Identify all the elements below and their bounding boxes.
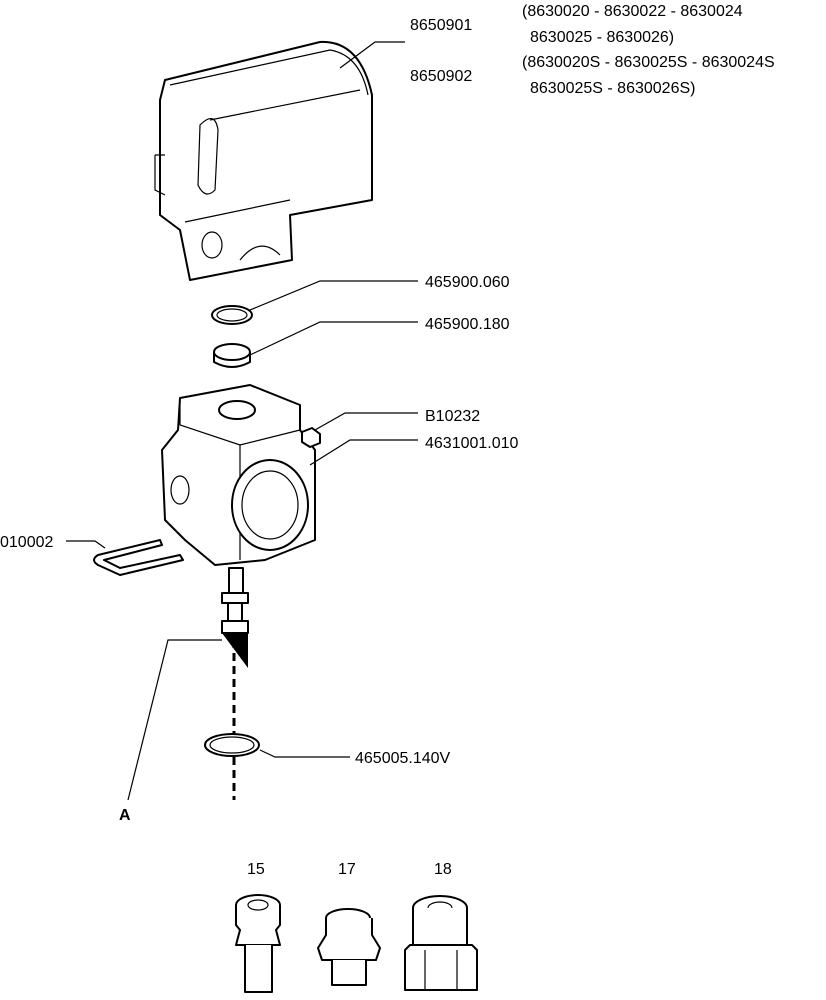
fitting-18 xyxy=(404,895,478,991)
label-seal: 465900.180 xyxy=(425,316,510,333)
label-pin: 010002 xyxy=(0,534,53,551)
valve-body xyxy=(161,384,316,566)
label-cover-8650901-models-1: (8630020 - 8630022 - 8630024 xyxy=(522,3,743,20)
pin xyxy=(93,539,184,576)
label-cover-8650901-models-2: 8630025 - 8630026) xyxy=(530,29,674,46)
fitting-15 xyxy=(235,894,281,993)
label-body: 4631001.010 xyxy=(425,435,519,452)
label-cover-8650902-models-2: 8630025S - 8630026S) xyxy=(530,80,695,97)
label-fitting-17: 17 xyxy=(338,861,356,878)
label-fitting-15: 15 xyxy=(247,861,265,878)
label-detail-a: A xyxy=(119,807,131,824)
label-cover-8650902: 8650902 xyxy=(410,68,472,85)
nut xyxy=(301,427,321,448)
seal xyxy=(213,343,251,368)
cover-housing xyxy=(154,40,373,281)
label-oring-top: 465900.060 xyxy=(425,274,510,291)
label-nut: B10232 xyxy=(425,408,480,425)
label-cover-8650901: 8650901 xyxy=(410,17,472,34)
needle-valve xyxy=(221,567,249,800)
fitting-17 xyxy=(317,908,381,986)
label-oring-bottom: 465005.140V xyxy=(355,750,451,767)
label-cover-8650902-models-1: (8630020S - 8630025S - 8630024S xyxy=(522,54,775,71)
label-fitting-18: 18 xyxy=(434,861,452,878)
oring-bottom xyxy=(204,733,260,757)
